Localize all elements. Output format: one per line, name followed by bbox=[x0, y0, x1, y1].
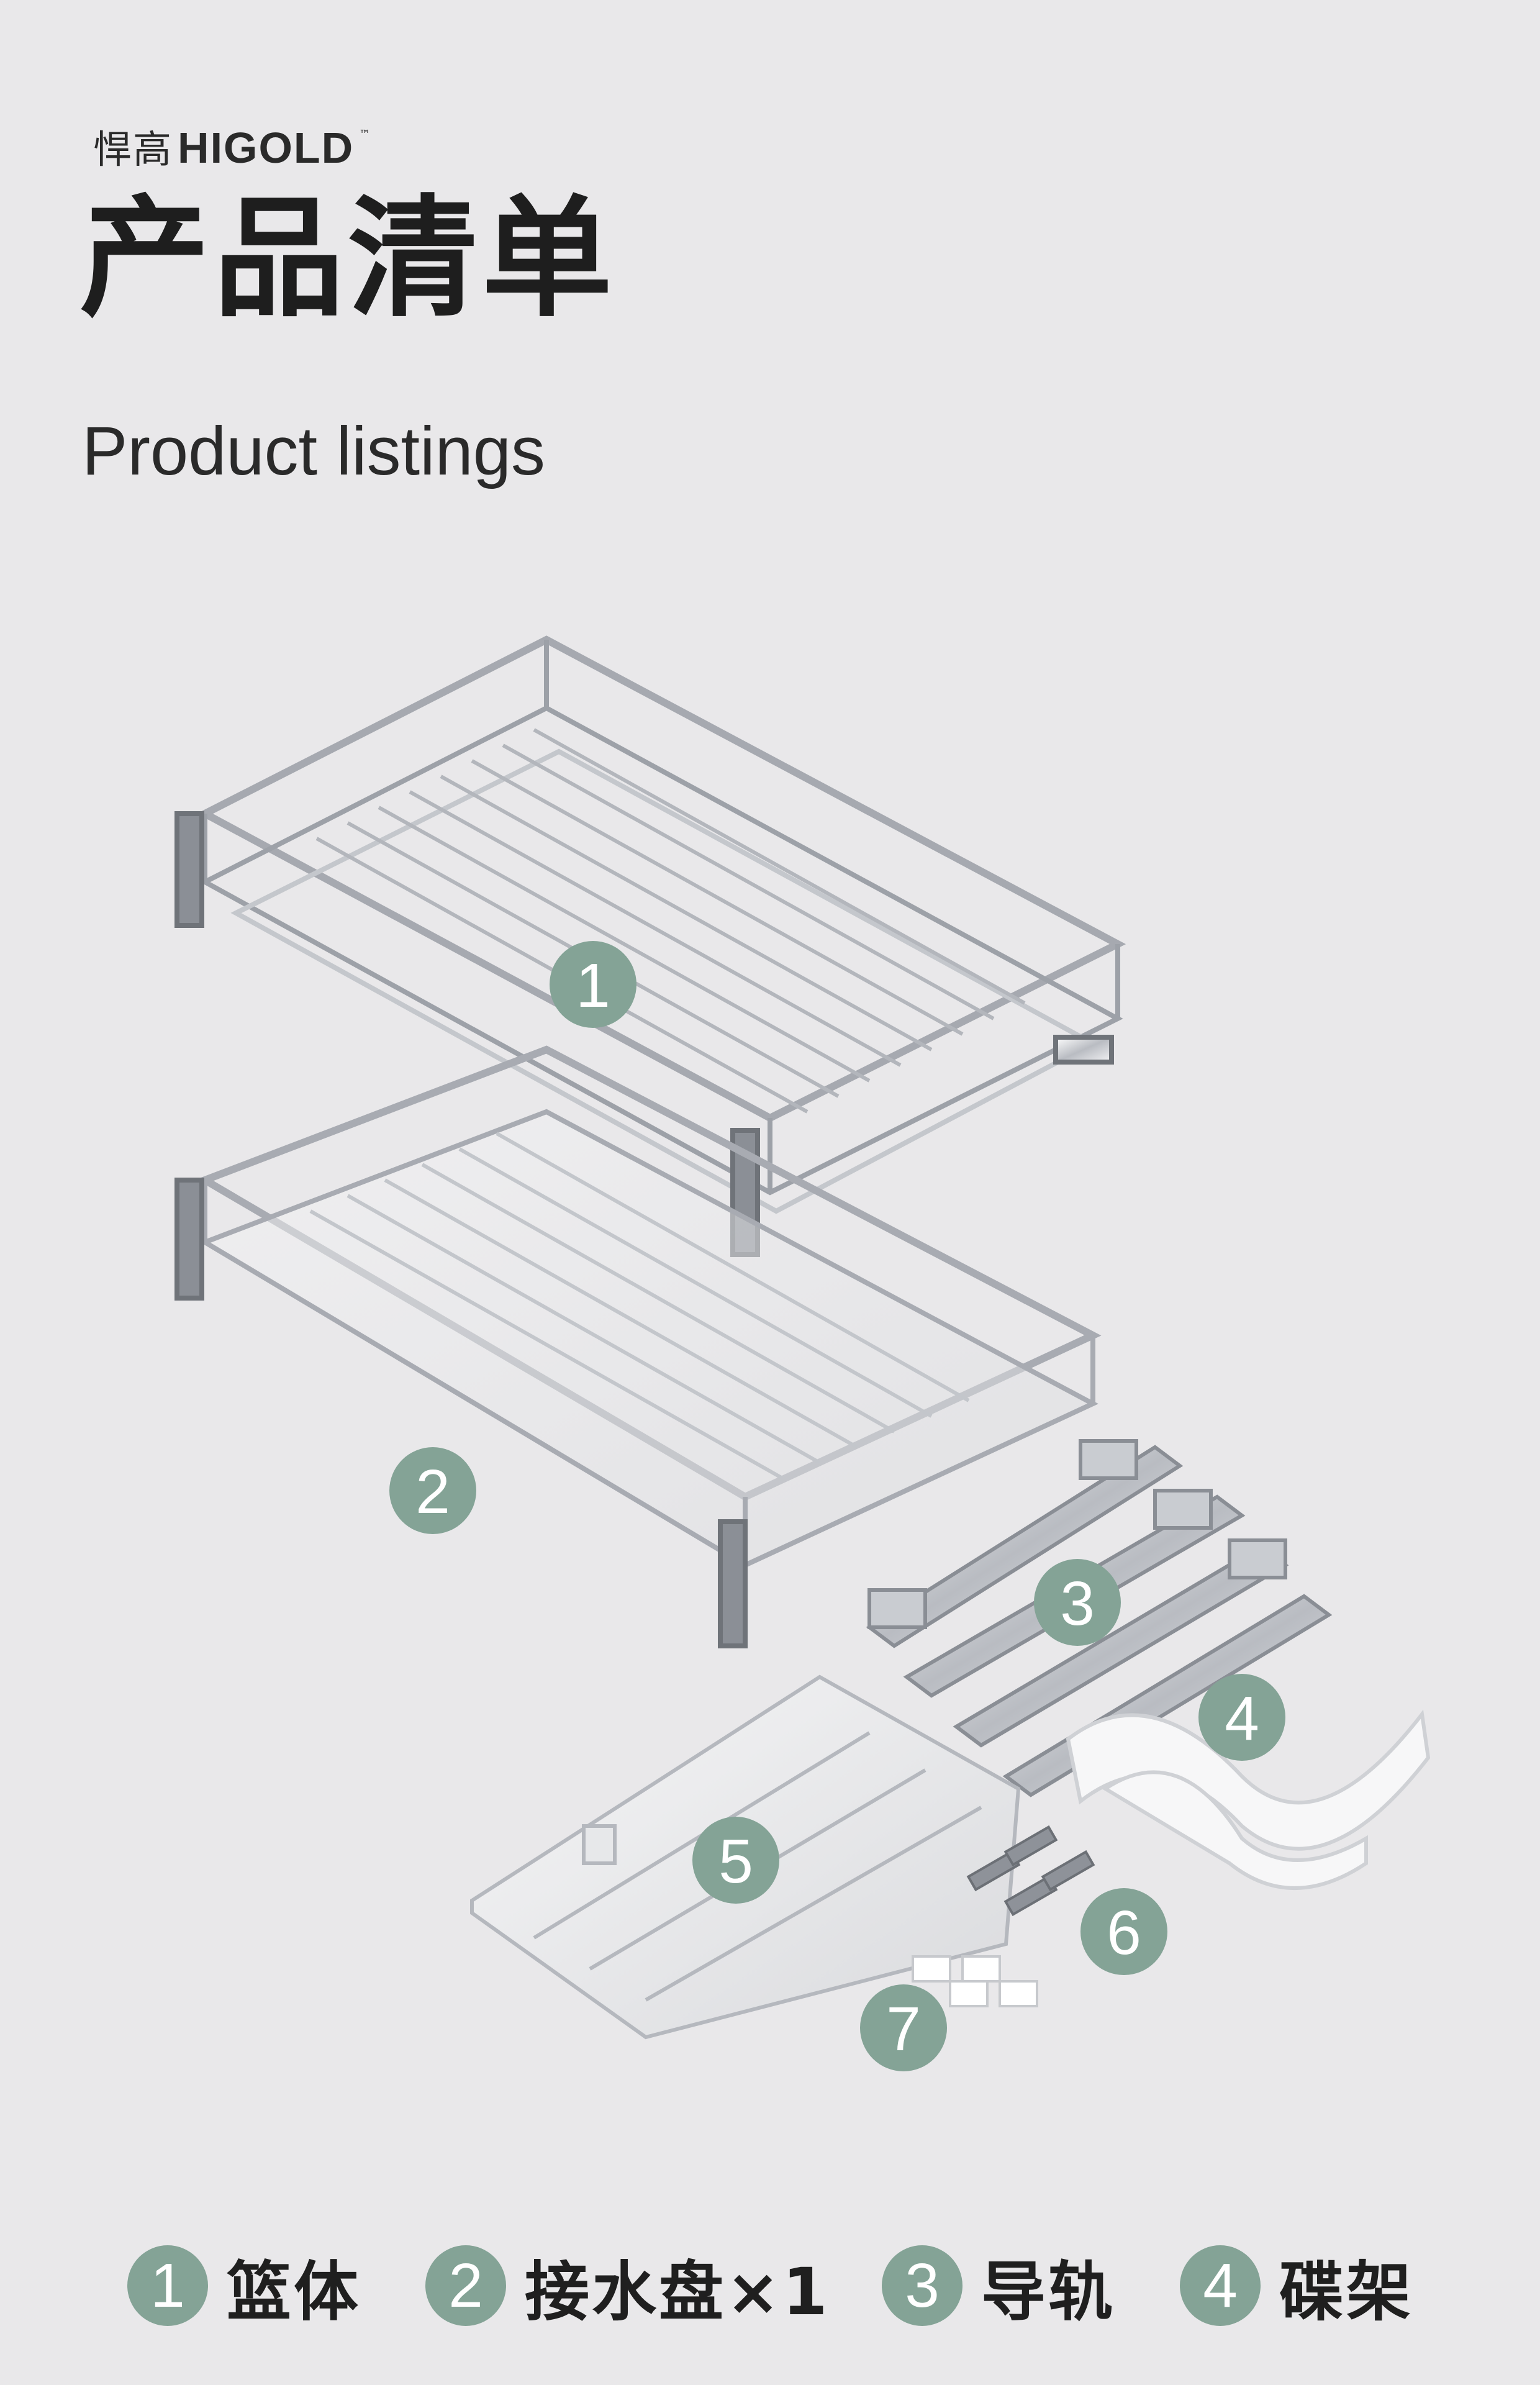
legend-number-badge: 4 bbox=[1180, 2245, 1261, 2326]
callout-2: 2 bbox=[389, 1447, 476, 1534]
legend-label: 接水盘×1 bbox=[525, 2253, 830, 2330]
page-title-en: Product listings bbox=[82, 413, 545, 489]
legend-item: 4 碟架 bbox=[1180, 2224, 1413, 2348]
callout-5-number: 5 bbox=[718, 1827, 753, 1896]
trademark-mark: ™ bbox=[359, 128, 371, 141]
product-illustration: 1 2 3 4 5 6 7 bbox=[174, 635, 1431, 2071]
callout-4: 4 bbox=[1198, 1674, 1285, 1761]
callout-7-number: 7 bbox=[886, 1994, 921, 2064]
callout-1-number: 1 bbox=[576, 951, 610, 1020]
dish-rack bbox=[1066, 1709, 1431, 1890]
callout-4-number: 4 bbox=[1225, 1684, 1259, 1753]
callout-1: 1 bbox=[550, 941, 636, 1028]
legend-item: 2 接水盘×1 bbox=[425, 2224, 830, 2348]
legend-item: 1 篮体 bbox=[127, 2224, 361, 2348]
callout-7: 7 bbox=[860, 1984, 947, 2071]
legend-item: 3 导轨 bbox=[882, 2224, 1115, 2348]
callout-6-number: 6 bbox=[1107, 1898, 1141, 1968]
legend-label: 篮体 bbox=[227, 2253, 361, 2330]
legend-number-badge: 1 bbox=[127, 2245, 208, 2326]
legend-number-badge: 3 bbox=[882, 2245, 962, 2326]
callout-2-number: 2 bbox=[415, 1457, 450, 1527]
legend-label: 导轨 bbox=[981, 2253, 1116, 2330]
callout-3-number: 3 bbox=[1060, 1569, 1095, 1638]
parts-legend: 1 篮体 2 接水盘×1 3 导轨 4 碟架 bbox=[0, 2224, 1540, 2348]
callout-5: 5 bbox=[692, 1817, 779, 1904]
brand-name-en: HIGOLD bbox=[178, 124, 355, 172]
connector-clips bbox=[966, 1825, 1095, 1917]
basket-lower bbox=[174, 1045, 1102, 1648]
basket-upper bbox=[174, 635, 1126, 1257]
brand-name-cn: 悍高 bbox=[93, 127, 173, 172]
callout-3: 3 bbox=[1034, 1559, 1121, 1646]
callout-6: 6 bbox=[1080, 1888, 1167, 1975]
brand-logo: 悍高 HIGOLD ™ bbox=[93, 118, 370, 174]
legend-number-badge: 2 bbox=[425, 2245, 506, 2326]
page-title-cn: 产品清单 bbox=[79, 183, 617, 335]
legend-label: 碟架 bbox=[1279, 2253, 1414, 2330]
end-caps bbox=[912, 1955, 1038, 2007]
